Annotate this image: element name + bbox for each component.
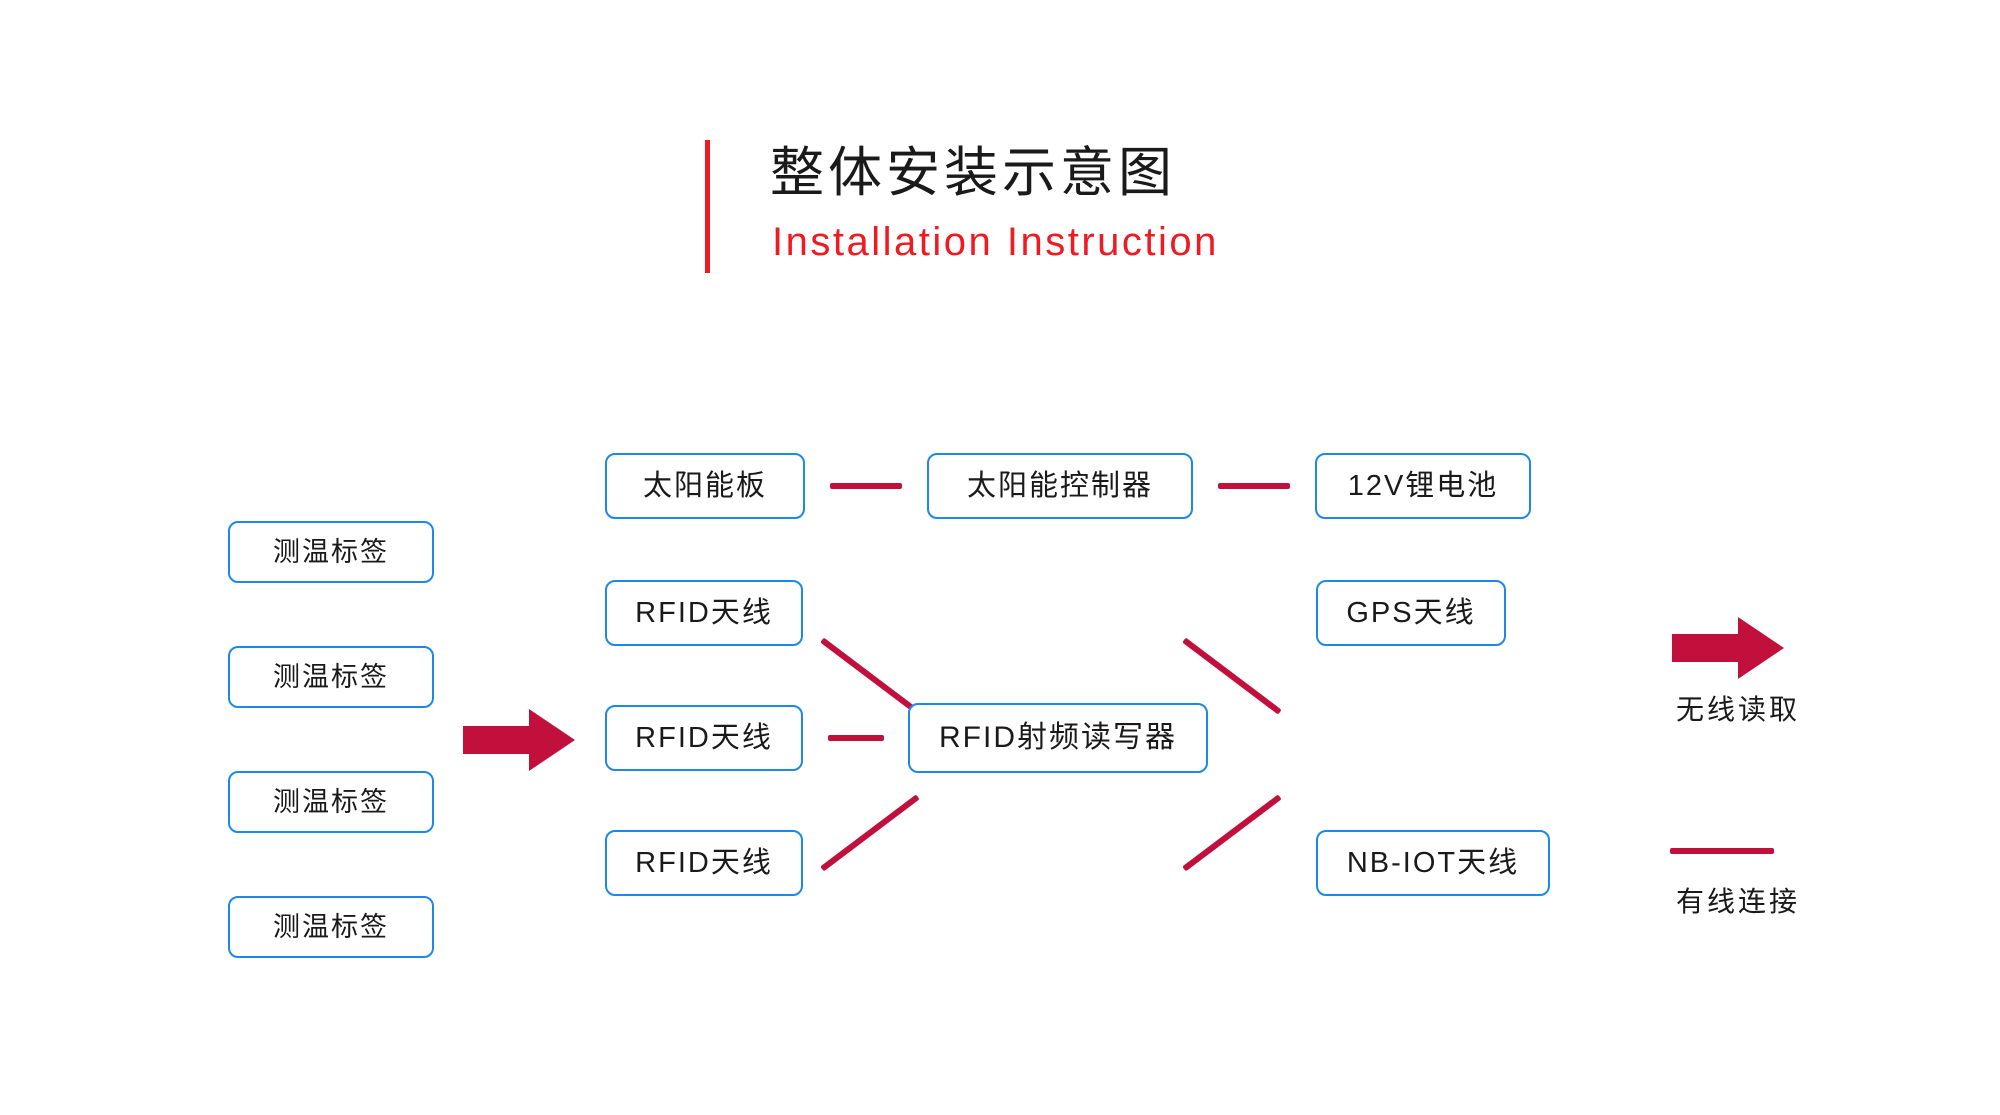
legend-horizontal-line-icon (1670, 848, 1774, 854)
wire-antenna-top-to-reader (820, 637, 920, 715)
node-solar-controller[interactable]: 太阳能控制器 (927, 453, 1193, 519)
node-label: 12V锂电池 (1347, 469, 1499, 502)
node-temperature-tag[interactable]: 测温标签 (228, 896, 434, 958)
node-label: 太阳能控制器 (966, 469, 1153, 502)
page-title-block: 整体安装示意图 Installation Instruction (705, 138, 1325, 278)
wire-antenna-bottom-to-reader (820, 794, 920, 872)
node-rfid-reader[interactable]: RFID射频读写器 (908, 703, 1208, 773)
node-label: GPS天线 (1346, 596, 1476, 629)
wire-controller-to-battery (1218, 483, 1290, 489)
node-label: 太阳能板 (642, 469, 767, 502)
node-lithium-battery[interactable]: 12V锂电池 (1315, 453, 1531, 519)
node-rfid-antenna[interactable]: RFID天线 (605, 830, 803, 896)
node-nbiot-antenna[interactable]: NB-IOT天线 (1316, 830, 1550, 896)
wire-reader-to-nbiot-antenna (1182, 794, 1282, 872)
legend-wired-label: 有线连接 (1675, 886, 1800, 917)
node-rfid-antenna[interactable]: RFID天线 (605, 705, 803, 771)
node-rfid-antenna[interactable]: RFID天线 (605, 580, 803, 646)
legend-wireless-label: 无线读取 (1675, 694, 1800, 725)
wireless-read-arrow-icon (463, 709, 575, 771)
node-temperature-tag[interactable]: 测温标签 (228, 646, 434, 708)
node-label: RFID天线 (635, 721, 773, 754)
page-subtitle: Installation Instruction (772, 220, 1219, 264)
legend-right-arrow-icon (1672, 617, 1784, 679)
node-solar-panel[interactable]: 太阳能板 (605, 453, 805, 519)
node-label: 测温标签 (273, 536, 389, 567)
node-label: 测温标签 (273, 661, 389, 692)
node-label: RFID天线 (635, 846, 773, 879)
title-accent-rule (705, 140, 710, 273)
node-label: RFID天线 (635, 596, 773, 629)
node-label: RFID射频读写器 (939, 721, 1177, 754)
wire-solar-panel-to-controller (830, 483, 902, 489)
node-label: NB-IOT天线 (1346, 846, 1520, 879)
node-gps-antenna[interactable]: GPS天线 (1316, 580, 1506, 646)
node-temperature-tag[interactable]: 测温标签 (228, 521, 434, 583)
wire-antenna-mid-to-reader (828, 735, 884, 741)
page-title: 整体安装示意图 (770, 143, 1176, 203)
node-label: 测温标签 (273, 786, 389, 817)
node-label: 测温标签 (273, 911, 389, 942)
node-temperature-tag[interactable]: 测温标签 (228, 771, 434, 833)
